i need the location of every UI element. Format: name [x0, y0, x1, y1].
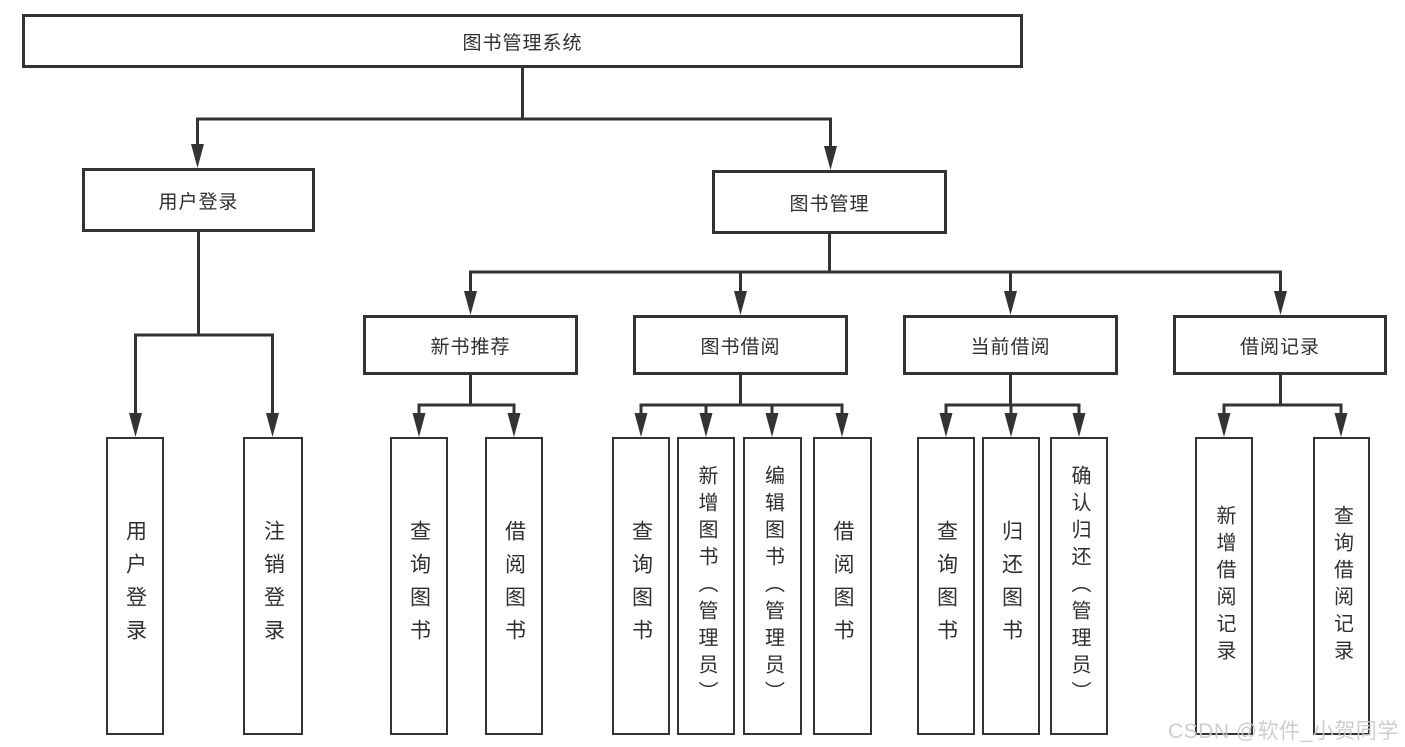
- connector-book-management-to-level3: [469, 234, 1282, 292]
- node-label: 借阅图书: [831, 520, 854, 652]
- arrow-down-icon: [634, 413, 648, 437]
- arrow-down-icon: [765, 413, 779, 437]
- node-label: 图书管理: [789, 193, 870, 215]
- node-leaf-add-books-admin: 新增图书（管理员）: [677, 437, 735, 735]
- node-label: 新增图书（管理员）: [695, 464, 717, 708]
- connector-root-to-level2: [196, 68, 832, 147]
- arrow-down-icon: [1217, 413, 1231, 437]
- node-leaf-query-books: 查询图书: [917, 437, 975, 735]
- node-label: 用户登录: [158, 191, 239, 213]
- node-book-management: 图书管理: [712, 170, 947, 234]
- connector-new-book-to-leaves: [417, 375, 516, 414]
- node-label: 当前借阅: [970, 336, 1051, 358]
- node-label: 查询图书: [629, 520, 653, 652]
- arrow-down-icon: [507, 413, 521, 437]
- node-label: 新书推荐: [430, 336, 511, 358]
- node-current-borrowing: 当前借阅: [903, 315, 1118, 375]
- node-new-book-recommendation: 新书推荐: [363, 315, 578, 375]
- connector-current-borrowing-to-leaves: [944, 375, 1081, 414]
- csdn-watermark: CSDN @软件_小贺同学: [1168, 720, 1399, 743]
- node-label: 新增借阅记录: [1213, 505, 1235, 667]
- node-label: 图书借阅: [700, 336, 781, 358]
- node-leaf-confirm-return-admin: 确认归还（管理员）: [1050, 437, 1108, 735]
- arrow-down-icon: [1072, 413, 1086, 437]
- node-book-borrowing: 图书借阅: [633, 315, 848, 375]
- connector-borrowing-records-to-leaves: [1222, 375, 1343, 414]
- arrow-down-icon: [734, 291, 747, 315]
- arrow-down-icon: [699, 413, 713, 437]
- node-leaf-query-borrow-record: 查询借阅记录: [1313, 437, 1370, 735]
- node-label: 查询图书: [407, 520, 431, 652]
- node-label: 借阅记录: [1239, 336, 1320, 358]
- arrow-down-icon: [1004, 413, 1018, 437]
- node-library-management-system: 图书管理系统: [22, 14, 1023, 68]
- node-user-login: 用户登录: [82, 168, 315, 232]
- arrow-down-icon: [412, 413, 426, 437]
- node-leaf-logout: 注销登录: [243, 437, 303, 735]
- arrow-down-icon: [129, 413, 142, 437]
- node-label: 用户登录: [123, 520, 147, 652]
- node-label: 注销登录: [261, 520, 285, 652]
- arrow-down-icon: [835, 413, 849, 437]
- arrow-down-icon: [1274, 291, 1287, 315]
- node-label: 查询借阅记录: [1330, 505, 1353, 667]
- node-label: 确认归还（管理员）: [1068, 464, 1090, 708]
- node-label: 借阅图书: [502, 520, 526, 652]
- node-leaf-borrow-books: 借阅图书: [813, 437, 872, 735]
- arrow-down-icon: [464, 291, 477, 315]
- node-leaf-query-books: 查询图书: [390, 437, 448, 735]
- node-borrowing-records: 借阅记录: [1173, 315, 1387, 375]
- node-leaf-borrow-books: 借阅图书: [485, 437, 543, 735]
- arrow-down-icon: [824, 146, 837, 170]
- node-label: 归还图书: [999, 520, 1023, 652]
- node-leaf-return-books: 归还图书: [982, 437, 1040, 735]
- arrow-down-icon: [191, 144, 204, 168]
- node-leaf-query-books: 查询图书: [612, 437, 670, 735]
- arrow-down-icon: [939, 413, 953, 437]
- node-label: 编辑图书（管理员）: [761, 464, 784, 708]
- connector-user-login-to-leaves: [134, 232, 274, 414]
- arrow-down-icon: [1334, 413, 1348, 437]
- arrow-down-icon: [266, 413, 279, 437]
- connector-book-borrowing-to-leaves: [639, 375, 844, 414]
- node-leaf-add-borrow-record: 新增借阅记录: [1195, 437, 1253, 735]
- arrow-down-icon: [1004, 291, 1017, 315]
- node-label: 图书管理系统: [462, 32, 583, 54]
- node-leaf-edit-books-admin: 编辑图书（管理员）: [743, 437, 802, 735]
- node-leaf-user-login: 用户登录: [106, 437, 164, 735]
- node-label: 查询图书: [934, 520, 958, 652]
